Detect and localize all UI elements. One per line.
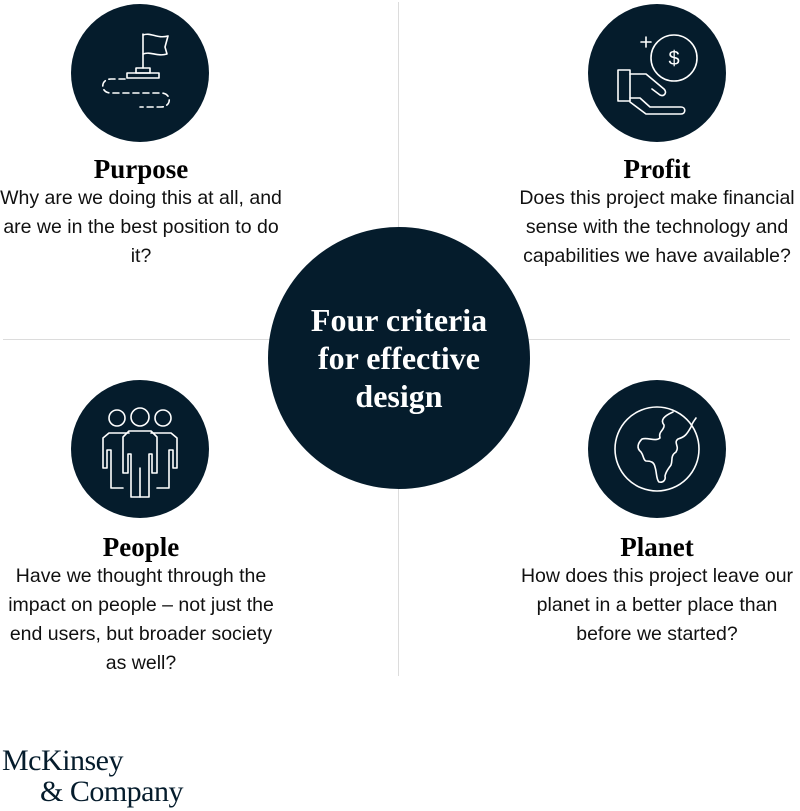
people-group-icon (71, 380, 209, 518)
purpose-title: Purpose (93, 154, 189, 184)
globe-icon (588, 380, 726, 518)
center-circle: Four criteria for effective design (268, 227, 530, 489)
purpose-description: Why are we doing this at all, and are we… (0, 187, 282, 267)
people-title: People (102, 532, 180, 562)
flag-path-icon (71, 4, 209, 142)
quadrant-people: People Have we thought through the impac… (6, 532, 276, 678)
logo-line-2: & Company (40, 775, 184, 808)
people-description: Have we thought through the impact on pe… (8, 565, 274, 674)
quadrant-purpose: Purpose Why are we doing this at all, an… (0, 154, 282, 271)
profit-title: Profit (623, 154, 691, 184)
quadrant-profit: Profit Does this project make financial … (514, 154, 800, 271)
svg-text:$: $ (668, 48, 679, 70)
planet-description: How does this project leave our planet i… (520, 565, 794, 645)
logo-line-1: McKinsey (2, 744, 123, 777)
hand-coin-dollar-icon: $ (588, 4, 726, 142)
mckinsey-logo: McKinsey & Company (2, 744, 184, 808)
planet-title: Planet (620, 532, 694, 562)
center-title: Four criteria for effective design (310, 302, 488, 414)
profit-description: Does this project make financial sense w… (519, 187, 795, 267)
quadrant-planet: Planet How does this project leave our p… (514, 532, 800, 649)
